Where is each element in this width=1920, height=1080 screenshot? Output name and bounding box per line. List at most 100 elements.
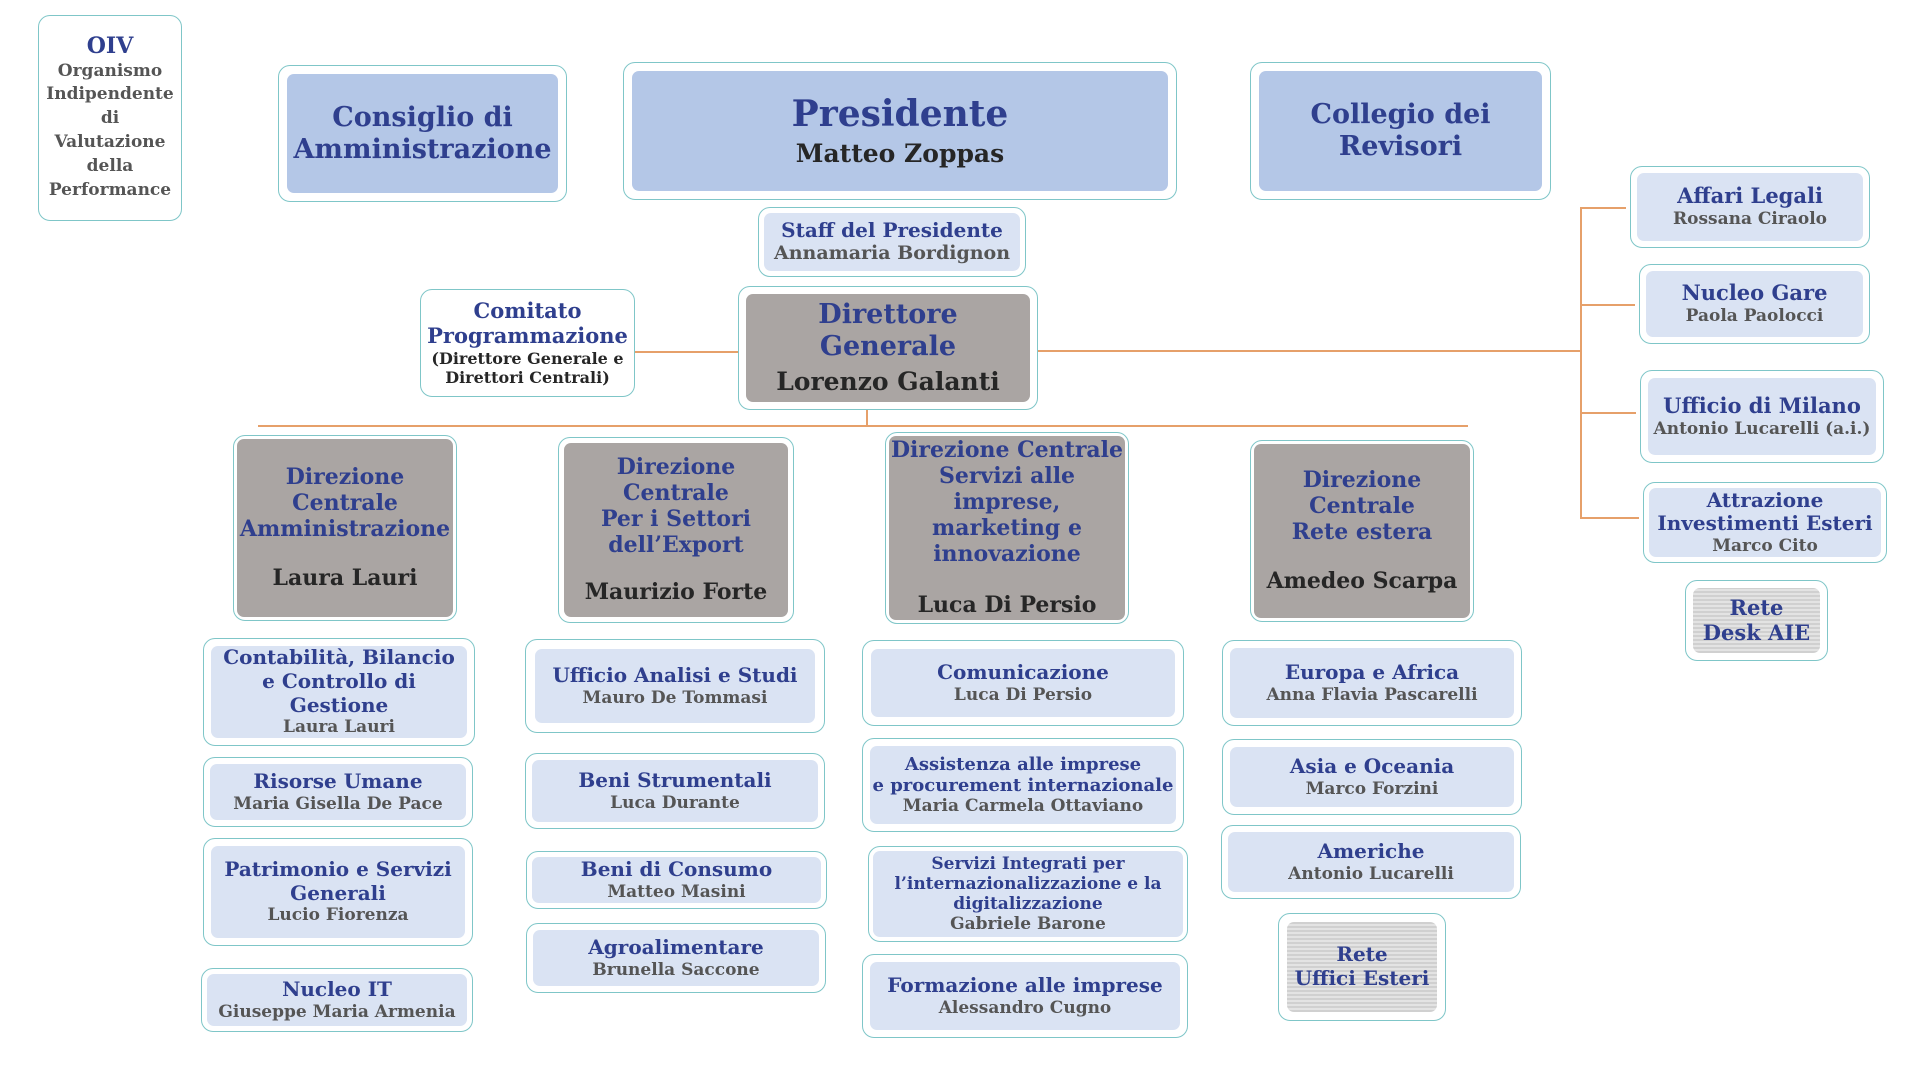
europa-africa-title: Europa e Africa xyxy=(1284,660,1460,684)
ufficio-milano-box: Ufficio di Milano Antonio Lucarelli (a.i… xyxy=(1640,370,1884,463)
formazione-name: Alessandro Cugno xyxy=(938,997,1112,1018)
presidente-box: Presidente Matteo Zoppas xyxy=(623,62,1177,200)
direzione-export-title: Direzione Centrale Per i Settori dell’Ex… xyxy=(600,453,752,558)
direzione-rete-estera-box: Direzione Centrale Rete estera Amedeo Sc… xyxy=(1250,440,1474,622)
rete-uffici-title: Rete Uffici Esteri xyxy=(1294,942,1430,990)
rete-desk-box: Rete Desk AIE xyxy=(1685,580,1828,661)
contabilita-name: Laura Lauri xyxy=(283,717,395,738)
beni-strumentali-box: Beni Strumentali Luca Durante xyxy=(525,753,825,829)
formazione-box: Formazione alle imprese Alessandro Cugno xyxy=(862,954,1188,1038)
direzione-amministrazione-title: Direzione Centrale Amministrazione xyxy=(239,463,451,542)
collegio-box: Collegio dei Revisori xyxy=(1250,62,1551,200)
connector-dg-right xyxy=(1036,350,1582,352)
americhe-name: Antonio Lucarelli xyxy=(1288,863,1454,884)
comunicazione-title: Comunicazione xyxy=(937,660,1109,684)
patrimonio-name: Lucio Fiorenza xyxy=(267,905,409,926)
oiv-subtitle: Organismo Indipendente di Valutazione de… xyxy=(46,60,174,200)
connector-right-vertical xyxy=(1580,207,1582,518)
patrimonio-box: Patrimonio e Servizi Generali Lucio Fior… xyxy=(203,838,473,946)
presidente-title: Presidente xyxy=(791,92,1009,135)
direzione-rete-estera-name: Amedeo Scarpa xyxy=(1266,567,1458,594)
connector-comitato xyxy=(632,351,740,353)
asia-oceania-box: Asia e Oceania Marco Forzini xyxy=(1222,739,1522,815)
agroalimentare-name: Brunella Saccone xyxy=(592,959,760,980)
contabilita-box: Contabilità, Bilancio e Controllo di Ges… xyxy=(203,638,475,746)
nucleo-it-name: Giuseppe Maria Armenia xyxy=(218,1001,456,1022)
asia-oceania-name: Marco Forzini xyxy=(1305,778,1439,799)
connector-nucleo-gare xyxy=(1580,304,1635,306)
rete-uffici-box: Rete Uffici Esteri xyxy=(1278,913,1446,1021)
comitato-title: Comitato Programmazione xyxy=(427,298,628,348)
ufficio-milano-name: Antonio Lucarelli (a.i.) xyxy=(1653,418,1871,439)
contabilita-title: Contabilità, Bilancio e Controllo di Ges… xyxy=(223,645,455,717)
analisi-studi-box: Ufficio Analisi e Studi Mauro De Tommasi xyxy=(525,639,825,733)
affari-legali-title: Affari Legali xyxy=(1677,183,1823,209)
direzione-export-name: Maurizio Forte xyxy=(584,578,768,605)
servizi-integrati-title: Servizi Integrati per l’internazionalizz… xyxy=(894,853,1162,914)
risorse-umane-box: Risorse Umane Maria Gisella De Pace xyxy=(203,757,473,827)
affari-legali-box: Affari Legali Rossana Ciraolo xyxy=(1630,166,1870,248)
connector-affari xyxy=(1580,207,1626,209)
ufficio-milano-title: Ufficio di Milano xyxy=(1663,392,1861,418)
assistenza-title: Assistenza alle imprese e procurement in… xyxy=(872,753,1174,796)
oiv-box: OIV Organismo Indipendente di Valutazion… xyxy=(38,15,182,221)
asia-oceania-title: Asia e Oceania xyxy=(1289,754,1455,778)
americhe-box: Americhe Antonio Lucarelli xyxy=(1221,825,1521,899)
europa-africa-box: Europa e Africa Anna Flavia Pascarelli xyxy=(1222,640,1522,726)
americhe-title: Americhe xyxy=(1317,839,1425,863)
direzione-servizi-box: Direzione Centrale Servizi alle imprese,… xyxy=(885,432,1129,624)
attrazione-title: Attrazione Investimenti Esteri xyxy=(1657,487,1873,536)
presidente-name: Matteo Zoppas xyxy=(795,139,1005,169)
direzione-servizi-title: Direzione Centrale Servizi alle imprese,… xyxy=(890,436,1124,567)
comunicazione-box: Comunicazione Luca Di Persio xyxy=(862,640,1184,726)
collegio-title: Collegio dei Revisori xyxy=(1310,99,1491,162)
agroalimentare-title: Agroalimentare xyxy=(588,935,764,959)
risorse-umane-title: Risorse Umane xyxy=(253,769,423,793)
direzione-servizi-name: Luca Di Persio xyxy=(917,591,1097,618)
nucleo-gare-box: Nucleo Gare Paola Paolocci xyxy=(1639,264,1870,344)
formazione-title: Formazione alle imprese xyxy=(887,973,1163,997)
agroalimentare-box: Agroalimentare Brunella Saccone xyxy=(526,923,826,993)
analisi-studi-title: Ufficio Analisi e Studi xyxy=(552,663,798,687)
consiglio-box: Consiglio di Amministrazione xyxy=(278,65,567,202)
connector-directions xyxy=(258,425,1468,427)
direzione-amministrazione-box: Direzione Centrale Amministrazione Laura… xyxy=(233,435,457,621)
patrimonio-title: Patrimonio e Servizi Generali xyxy=(224,857,452,905)
comitato-box: Comitato Programmazione (Direttore Gener… xyxy=(420,289,635,397)
beni-strumentali-name: Luca Durante xyxy=(610,792,740,813)
connector-attrazione xyxy=(1580,517,1639,519)
beni-strumentali-title: Beni Strumentali xyxy=(578,768,772,792)
assistenza-box: Assistenza alle imprese e procurement in… xyxy=(862,738,1184,832)
direzione-export-box: Direzione Centrale Per i Settori dell’Ex… xyxy=(558,437,794,623)
direttore-title: Direttore Generale xyxy=(818,299,958,362)
nucleo-it-title: Nucleo IT xyxy=(282,977,392,1001)
staff-box: Staff del Presidente Annamaria Bordignon xyxy=(758,207,1026,277)
attrazione-box: Attrazione Investimenti Esteri Marco Cit… xyxy=(1643,482,1887,563)
servizi-integrati-name: Gabriele Barone xyxy=(950,913,1106,934)
beni-consumo-title: Beni di Consumo xyxy=(580,857,773,881)
analisi-studi-name: Mauro De Tommasi xyxy=(582,687,768,708)
staff-title: Staff del Presidente xyxy=(781,217,1003,242)
comitato-note: (Direttore Generale e Direttori Centrali… xyxy=(431,348,624,387)
direzione-amministrazione-name: Laura Lauri xyxy=(272,564,418,591)
direzione-rete-estera-title: Direzione Centrale Rete estera xyxy=(1291,466,1433,545)
comunicazione-name: Luca Di Persio xyxy=(953,684,1093,705)
staff-name: Annamaria Bordignon xyxy=(773,242,1011,265)
nucleo-gare-name: Paola Paolocci xyxy=(1685,306,1824,327)
consiglio-title: Consiglio di Amministrazione xyxy=(293,101,552,165)
europa-africa-name: Anna Flavia Pascarelli xyxy=(1266,684,1478,705)
beni-consumo-box: Beni di Consumo Matteo Masini xyxy=(526,851,827,909)
connector-milano xyxy=(1580,412,1636,414)
risorse-umane-name: Maria Gisella De Pace xyxy=(233,793,443,814)
beni-consumo-name: Matteo Masini xyxy=(607,881,746,902)
direttore-box: Direttore Generale Lorenzo Galanti xyxy=(738,286,1038,410)
affari-legali-name: Rossana Ciraolo xyxy=(1672,209,1827,230)
connector-dg-down xyxy=(866,407,868,426)
servizi-integrati-box: Servizi Integrati per l’internazionalizz… xyxy=(868,846,1188,942)
attrazione-name: Marco Cito xyxy=(1712,535,1818,556)
assistenza-name: Maria Carmela Ottaviano xyxy=(902,796,1144,817)
oiv-title: OIV xyxy=(86,32,134,59)
direttore-name: Lorenzo Galanti xyxy=(776,366,1000,396)
nucleo-gare-title: Nucleo Gare xyxy=(1681,280,1828,306)
nucleo-it-box: Nucleo IT Giuseppe Maria Armenia xyxy=(201,968,473,1032)
